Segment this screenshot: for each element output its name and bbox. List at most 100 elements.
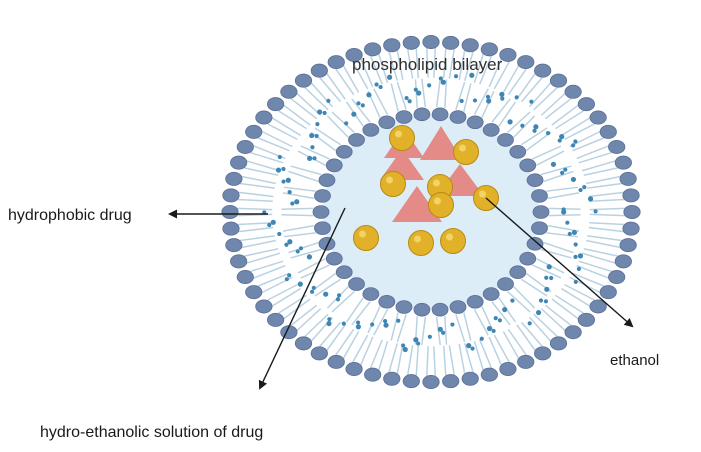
lipid-tail <box>407 49 414 79</box>
lipid-tail <box>238 191 274 198</box>
ball-highlight <box>479 190 486 198</box>
hydrophobic-drug-dot <box>499 91 505 97</box>
lipid-tail <box>415 345 419 376</box>
phospholipid-head-icon <box>509 265 527 279</box>
hydrophobic-drug-dot <box>416 90 422 96</box>
phospholipid-head-icon <box>364 367 382 382</box>
lipid-tail <box>237 222 273 226</box>
hydrophobic-drug-dot <box>285 177 291 183</box>
lipid-tail <box>367 306 381 334</box>
lipid-tail <box>578 151 613 164</box>
phospholipid-head-icon <box>442 35 460 50</box>
lipid-tail <box>257 272 290 287</box>
hydrophobic-drug-dot <box>533 124 539 130</box>
lipid-tail <box>491 98 511 123</box>
phospholipid-head-icon <box>614 155 632 170</box>
hydrophobic-drug-dot <box>593 209 598 214</box>
phospholipid-head-icon <box>314 189 331 203</box>
hydrophobic-drug-dot <box>486 325 493 332</box>
lipid-tail <box>491 301 511 326</box>
phospholipid-head-icon <box>608 139 626 154</box>
hydrophobic-drug-dot <box>310 145 315 150</box>
hydrophobic-drug-dot <box>493 316 498 321</box>
phospholipid-head-icon <box>222 188 240 203</box>
lipid-tail <box>396 314 407 343</box>
phospholipid-head-icon <box>236 270 254 285</box>
phospholipid-head-icon <box>531 221 548 235</box>
hydrophobic-drug-dot <box>437 326 443 332</box>
phospholipid-head-icon <box>413 302 431 317</box>
lipid-tail <box>253 264 286 279</box>
lipid-tail <box>352 334 369 363</box>
phospholipid-head-icon <box>519 251 537 266</box>
hydrophobic-drug-dot <box>576 266 582 271</box>
lipid-tail <box>283 232 316 238</box>
lipid-tail <box>378 53 389 84</box>
lipid-tail <box>546 232 579 238</box>
phospholipid-head-icon <box>534 346 552 361</box>
phospholipid-head-icon <box>348 133 365 147</box>
phospholipid-head-icon <box>325 158 343 173</box>
phospholipid-head-icon <box>280 84 298 99</box>
lipid-tail <box>331 111 355 133</box>
lipid-tail <box>540 308 566 332</box>
hydrophobic-drug-dot <box>407 99 412 104</box>
lipid-tail <box>335 328 355 356</box>
lipid-tail <box>516 73 536 100</box>
lipid-heads <box>221 35 641 389</box>
lipid-tail <box>369 55 383 85</box>
lipid-tail <box>296 92 322 116</box>
lipid-tail <box>588 226 624 233</box>
ball-highlight <box>395 130 402 138</box>
lipid-tail <box>540 165 572 176</box>
phospholipid-head-icon <box>526 173 544 187</box>
phospholipid-head-icon <box>534 63 552 78</box>
lipid-tail <box>463 83 472 112</box>
ethanol-ball-icon <box>440 228 466 254</box>
lipid-tail <box>589 198 625 202</box>
hydrophobic-drug-dot <box>355 320 361 325</box>
lipid-tail <box>463 312 472 341</box>
phospholipid-head-icon <box>422 35 440 50</box>
lipid-tail <box>421 316 427 346</box>
ethanol-label: ethanol <box>610 352 660 369</box>
phospholipid-head-icon <box>482 287 500 301</box>
lipid-tail <box>267 283 298 301</box>
hydrophobic-drug-dot <box>315 122 320 127</box>
lipid-tail <box>561 117 591 137</box>
phospholipid-head-icon <box>335 265 353 279</box>
hydrophobic-drug-dot <box>573 139 578 144</box>
phospholipid-head-icon <box>230 254 248 269</box>
hydrophobic-drug-dot <box>450 322 455 327</box>
hydrophobic-drug-dot <box>587 196 594 202</box>
phospholipid-head-icon <box>622 188 640 203</box>
lipid-tail <box>488 336 502 366</box>
lipid-tail <box>238 226 274 233</box>
lipid-tail <box>271 287 301 307</box>
ball-highlight <box>359 230 366 238</box>
lipid-tail <box>463 343 474 373</box>
lipid-tail <box>532 145 562 160</box>
lipid-tail <box>458 344 466 374</box>
hydrophobic-drug-dot <box>497 318 503 323</box>
phospholipid-head-icon <box>480 42 498 57</box>
lipid-tail <box>415 48 419 79</box>
lipid-tail <box>283 104 311 126</box>
lipid-tail <box>351 98 371 123</box>
hydrophobic-drug-dot <box>290 201 295 206</box>
lipid-tail <box>246 252 281 264</box>
hydrophobic-drug-dot <box>440 79 446 85</box>
lipid-tail <box>425 47 429 78</box>
lipid-tail <box>458 50 466 80</box>
lipid-tail <box>326 324 346 351</box>
hydrophobic-drug-dot <box>294 199 300 205</box>
hydrophobic-drug-dot <box>544 275 549 280</box>
phospholipid-head-icon <box>225 238 243 253</box>
hydrophobic-drug-dot <box>510 298 515 303</box>
lipid-tail <box>342 65 360 93</box>
hydrophobic-drug-dot <box>284 242 289 247</box>
phospholipid-head-icon <box>314 221 331 235</box>
hydrophobic-drug-dot <box>453 74 459 79</box>
hydrophobic-drug-dot <box>284 277 289 282</box>
